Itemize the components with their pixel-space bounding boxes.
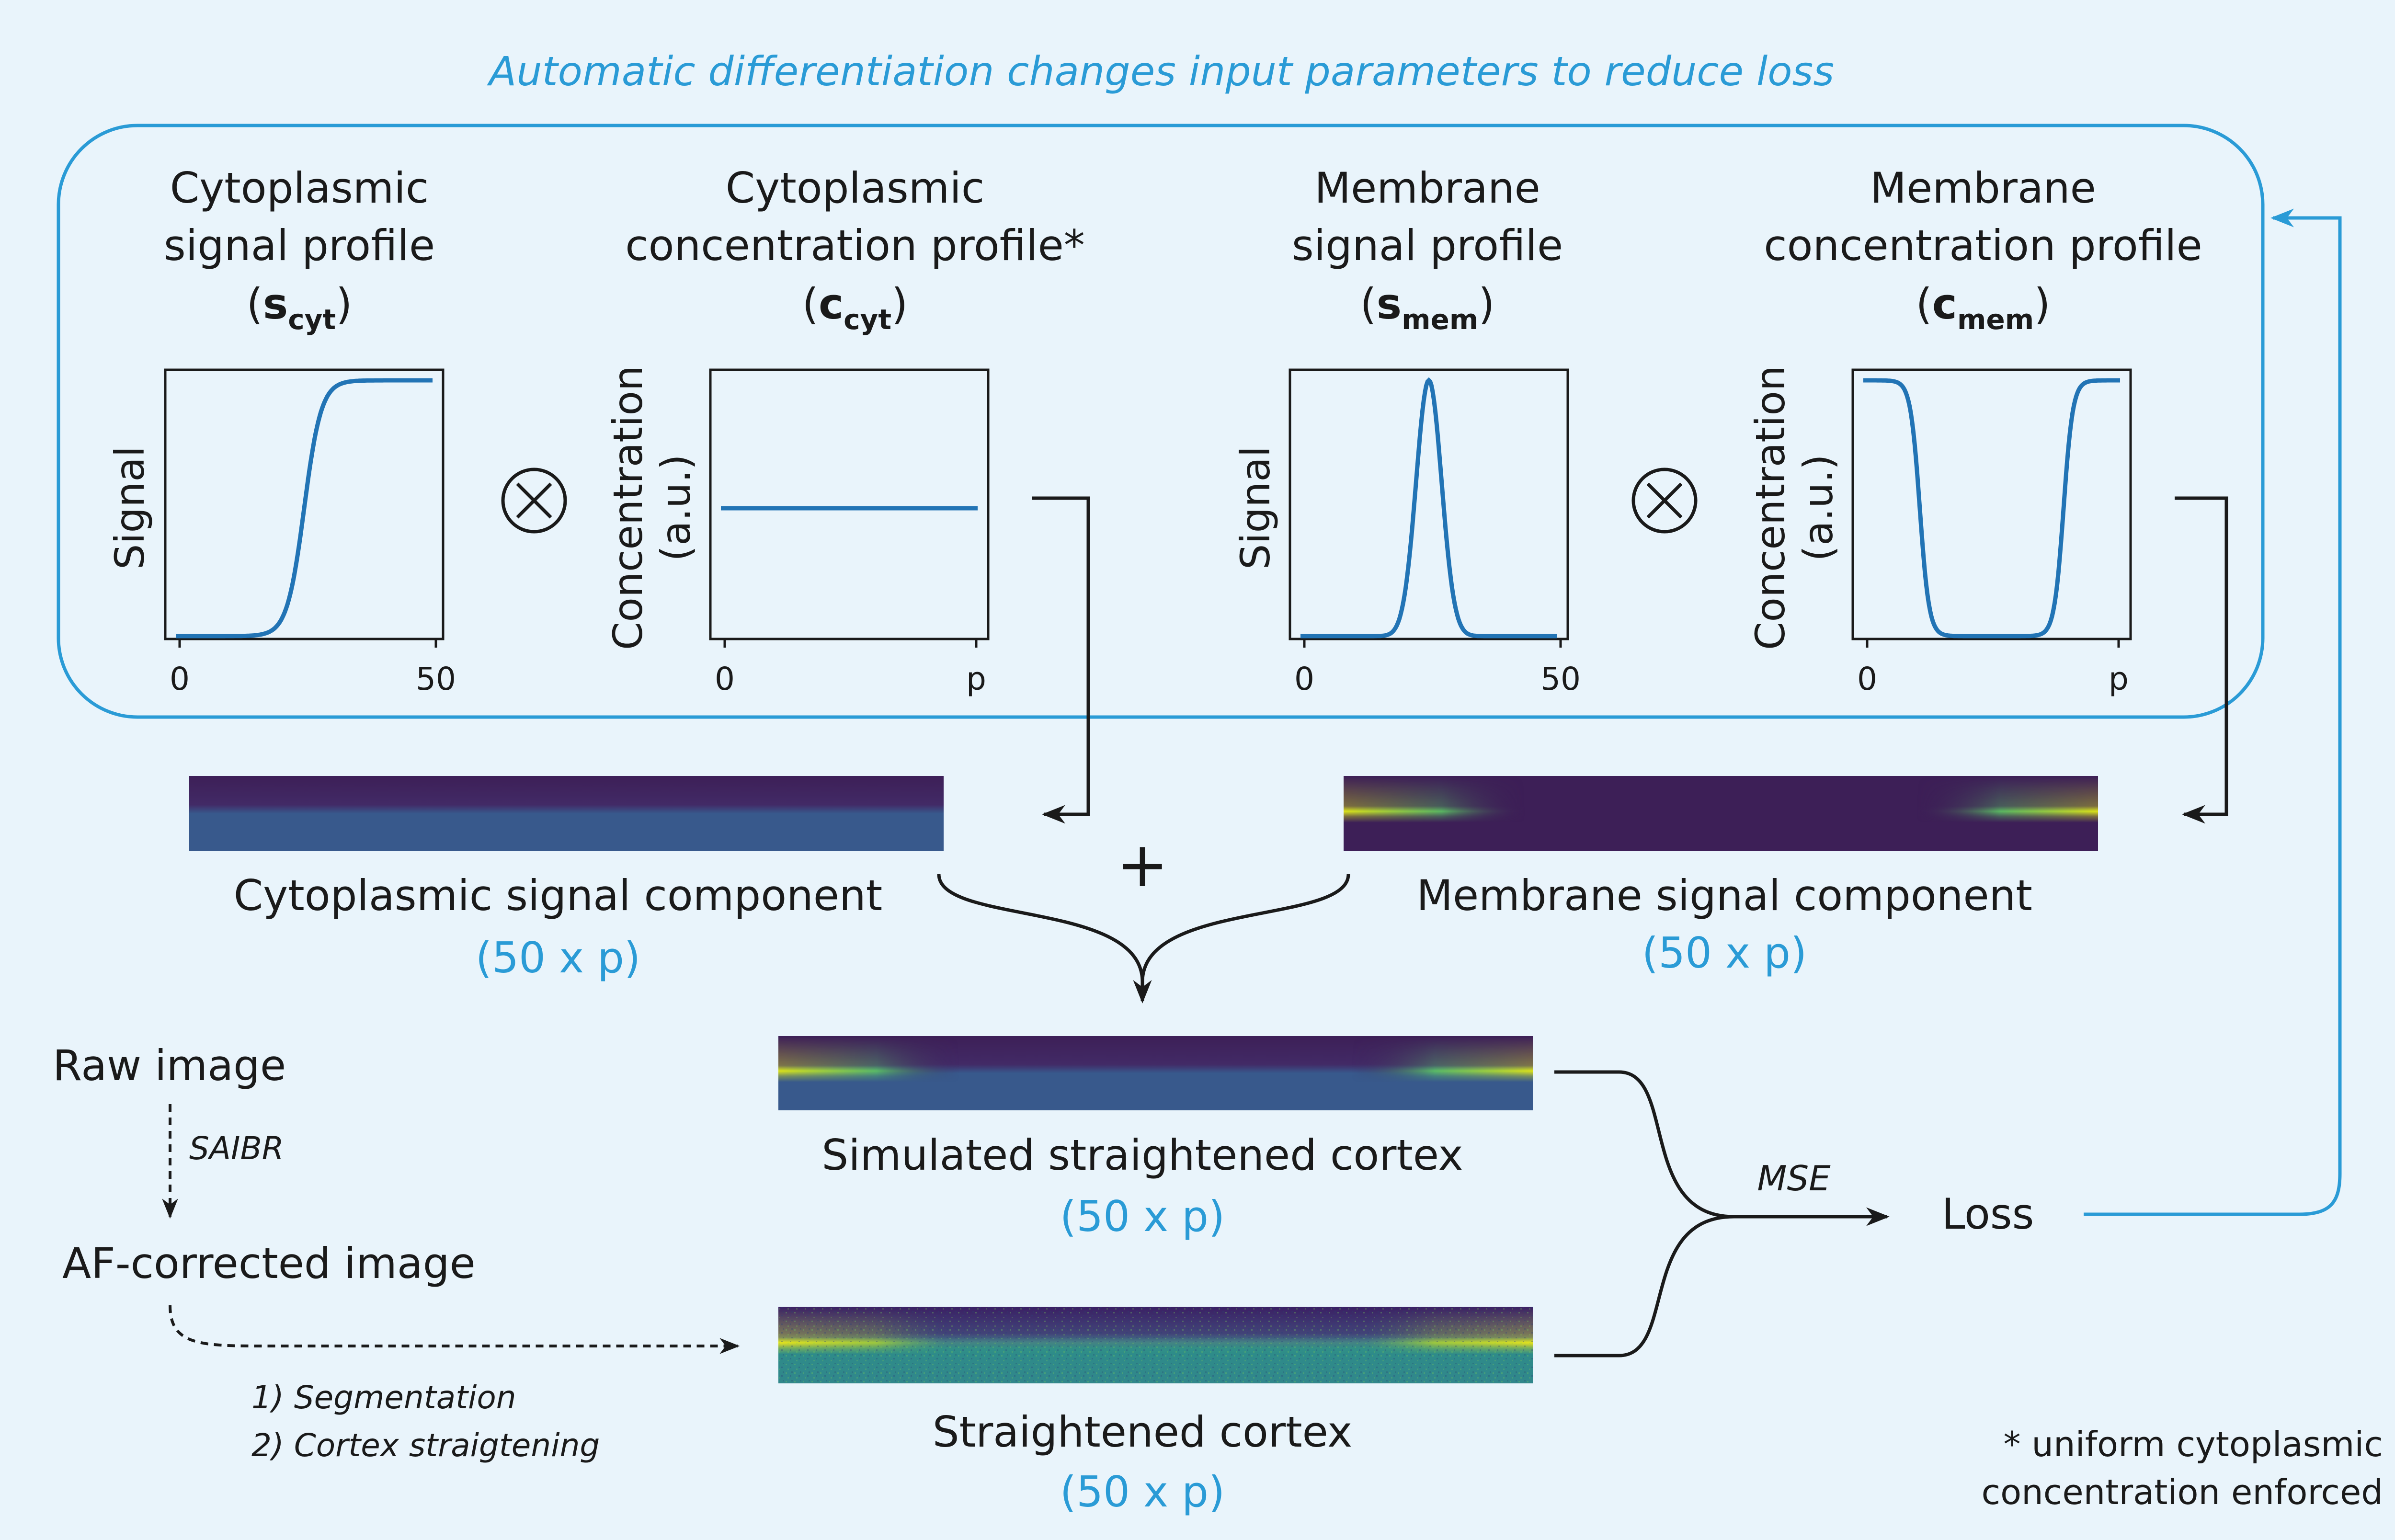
loss-label: Loss: [1941, 1189, 2034, 1239]
y-axis-unit: (a.u.): [1795, 454, 1842, 561]
plot-mem-concentration: 0 p Concentration (a.u.): [1747, 365, 2132, 697]
svg-text:Cytoplasmic: Cytoplasmic: [726, 163, 985, 213]
panel-title-mem-concentration: Membrane concentration profile (cmem): [1764, 163, 2202, 336]
step-segmentation: 1) Segmentation: [251, 1379, 516, 1416]
svg-text:signal profile: signal profile: [164, 221, 435, 270]
panel-title-cyt-concentration: Cytoplasmic concentration profile* (ccyt…: [625, 163, 1084, 336]
x-tick-min: 0: [1857, 661, 1877, 697]
svg-text:(smem): (smem): [1360, 279, 1494, 336]
svg-text:(ccyt): (ccyt): [802, 279, 908, 336]
svg-text:Membrane: Membrane: [1870, 163, 2096, 213]
simulated-cortex-size: (50 x p): [1060, 1192, 1225, 1241]
straightened-cortex-image: [778, 1307, 1533, 1383]
x-tick-min: 0: [715, 661, 735, 697]
y-axis-label: Concentration: [604, 365, 651, 650]
y-axis-label: Concentration: [1747, 365, 1794, 650]
y-axis-label: Signal: [106, 446, 153, 570]
multiply-operator-mem: [1631, 468, 1698, 534]
y-axis-label: Signal: [1232, 446, 1279, 570]
cyt-component-label: Cytoplasmic signal component: [234, 871, 883, 920]
signal-curve: [1300, 377, 1557, 639]
svg-text:concentration profile: concentration profile: [1764, 221, 2202, 270]
panel-title-mem-signal: Membrane signal profile (smem): [1292, 163, 1563, 336]
raw-image-label: Raw image: [53, 1041, 286, 1090]
cyt-component-size: (50 x p): [476, 933, 641, 982]
mem-component-size: (50 x p): [1642, 928, 1807, 978]
segmentation-arrow: [169, 1305, 740, 1354]
y-axis-unit: (a.u.): [652, 454, 699, 561]
svg-text:signal profile: signal profile: [1292, 221, 1563, 270]
plot-mem-signal: 0 50 Signal: [1232, 368, 1581, 697]
concentration-curve: [1863, 378, 2120, 639]
af-corrected-label: AF-corrected image: [62, 1239, 476, 1288]
x-tick-max: 50: [1540, 661, 1581, 697]
straightened-cortex-label: Straightened cortex: [933, 1407, 1353, 1457]
x-tick-min: 0: [1294, 661, 1314, 697]
header-title: Automatic differentiation changes input …: [487, 48, 1834, 95]
add-operator: +: [1117, 828, 1169, 901]
merge-brace: [937, 874, 1350, 1001]
svg-text:Cytoplasmic: Cytoplasmic: [170, 163, 429, 213]
svg-text:concentration profile*: concentration profile*: [625, 221, 1084, 270]
plot-cyt-signal: 0 50 Signal: [106, 368, 456, 697]
arrow-to-mem-component: [2175, 496, 2228, 824]
mem-component-label: Membrane signal component: [1416, 871, 2032, 920]
x-tick-max: 50: [416, 661, 456, 697]
simulated-cortex-label: Simulated straightened cortex: [821, 1130, 1463, 1180]
footnote-line1: * uniform cytoplasmic: [2004, 1424, 2383, 1464]
panel-title-cyt-signal: Cytoplasmic signal profile (scyt): [164, 163, 435, 336]
step-cortex-straightening: 2) Cortex straigtening: [251, 1427, 600, 1464]
footnote-line2: concentration enforced: [1982, 1472, 2383, 1512]
x-tick-max: p: [2109, 661, 2129, 697]
mse-label: MSE: [1757, 1158, 1831, 1198]
multiply-operator-cyt: [501, 468, 567, 534]
mem-signal-component-image: [1344, 776, 2098, 851]
saibr-label: SAIBR: [189, 1130, 284, 1167]
svg-text:Membrane: Membrane: [1314, 163, 1540, 213]
straightened-cortex-size: (50 x p): [1060, 1467, 1225, 1517]
x-tick-max: p: [966, 661, 986, 697]
x-tick-min: 0: [170, 661, 190, 697]
svg-text:(cmem): (cmem): [1916, 279, 2050, 336]
svg-text:(scyt): (scyt): [247, 279, 353, 336]
feedback-arrow: [2084, 208, 2342, 1216]
optimization-box: [57, 124, 2265, 719]
arrow-to-cyt-component: [1032, 496, 1090, 824]
simulated-cortex-image: [778, 1036, 1533, 1110]
plot-cyt-concentration: 0 p Concentration (a.u.): [604, 365, 990, 697]
cyt-signal-component-image: [189, 776, 944, 851]
signal-curve: [176, 378, 433, 639]
mse-connector: [1554, 1070, 1887, 1357]
